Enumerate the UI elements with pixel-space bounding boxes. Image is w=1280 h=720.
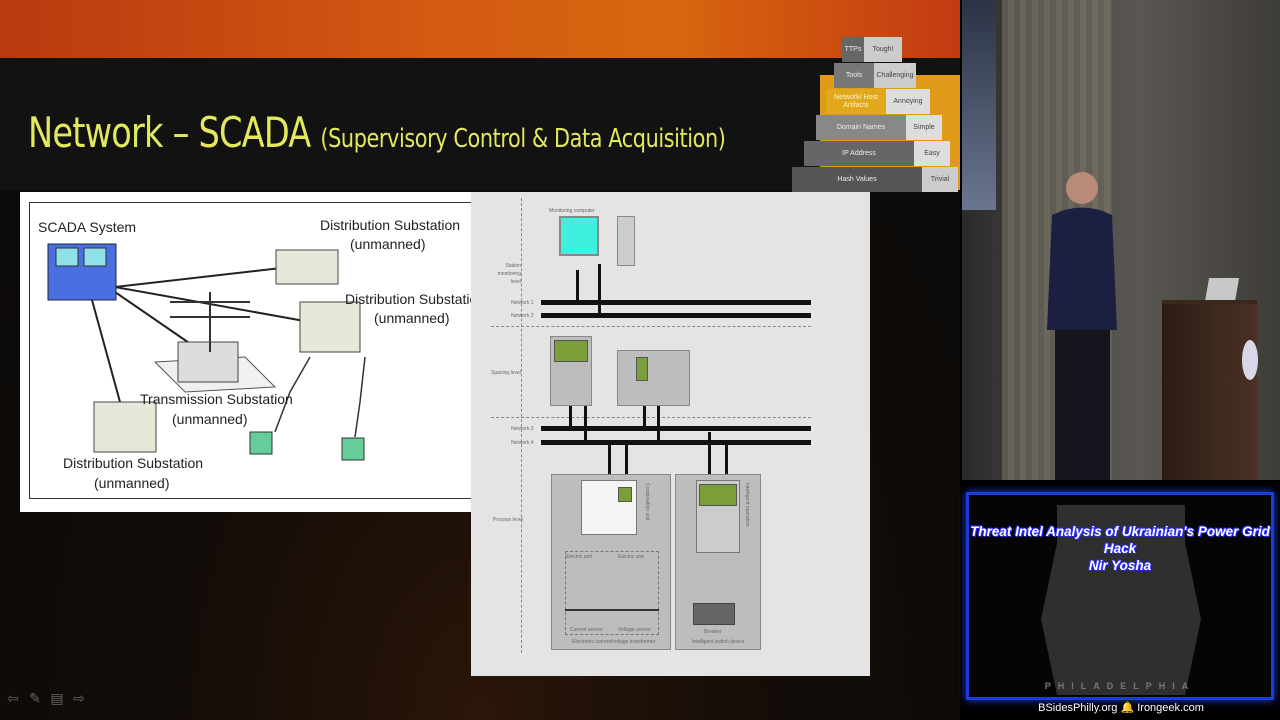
arrow-right-icon[interactable]: ⇨	[73, 690, 85, 706]
pyramid-right-5: Trivial	[922, 167, 958, 192]
bell-icon: 🔔	[1120, 702, 1135, 714]
title-main: Network – SCADA	[28, 108, 311, 157]
pyramid-right-3: Simple	[906, 115, 942, 140]
label-distribution-1-unmanned: (unmanned)	[350, 236, 426, 252]
talk-title: Threat Intel Analysis of Ukrainian's Pow…	[969, 523, 1271, 574]
pyramid-left-0: TTPs	[842, 37, 864, 62]
pen-icon[interactable]: ✎	[29, 690, 41, 706]
footer-links: BSidesPhilly.org 🔔 Irongeek.com	[962, 701, 1280, 714]
label-voltage-sensor: Voltage sensor	[618, 627, 652, 633]
footer-bsides-link: BSidesPhilly.org	[1038, 702, 1118, 714]
speaker-figure	[1047, 172, 1117, 480]
label-network-3: Network 3	[511, 426, 534, 432]
pyramid-left-3: Domain Names	[816, 115, 906, 140]
label-combination-unit: Combination unit	[644, 483, 650, 521]
pyramid-left-5: Hash Values	[792, 167, 922, 192]
presentation-slide: Network – SCADA (Supervisory Control & D…	[0, 0, 960, 720]
pyramid-left-4: IP Address	[804, 141, 914, 166]
title-subtitle: (Supervisory Control & Data Acquisition)	[320, 124, 726, 154]
menu-icon[interactable]: ▤	[50, 690, 64, 706]
pyramid-right-4: Easy	[914, 141, 950, 166]
speaker-name: Nir Yosha	[1088, 558, 1152, 573]
label-station-level: Station monitoring level	[497, 263, 521, 285]
label-spacing-level: Spacing level	[491, 370, 521, 376]
label-scada-system: SCADA System	[38, 219, 137, 235]
label-distribution-2: Distribution Substation	[345, 291, 486, 307]
label-electric-unit-2: Electric unit	[618, 554, 644, 560]
footer-irongeek-link: Irongeek.com	[1137, 702, 1204, 714]
talk-title-text: Threat Intel Analysis of Ukrainian's Pow…	[970, 524, 1270, 556]
pyramid-of-pain: TTPs Tough! Tools Challenging Network/ H…	[790, 35, 960, 192]
podium-seal	[1242, 340, 1258, 380]
label-distribution-2-unmanned: (unmanned)	[374, 310, 450, 326]
label-breaker: Breaker	[704, 629, 722, 635]
slide-navigation: ⇦ ✎ ▤ ⇨	[4, 690, 88, 707]
bsides-liberty-bell-logo	[1041, 505, 1201, 695]
pyramid-right-0: Tough!	[864, 37, 902, 62]
pyramid-left-2: Network/ Host Artifacts	[826, 89, 886, 114]
slide-title: Network – SCADA (Supervisory Control & D…	[28, 108, 726, 157]
network-lines	[47, 243, 366, 461]
label-monitoring-computer: Monitoring computer	[549, 208, 595, 214]
label-network-1: Network 1	[511, 300, 534, 306]
projection-screen	[962, 0, 996, 210]
label-transmission-unmanned: (unmanned)	[172, 411, 248, 427]
slide-header-band	[0, 0, 960, 58]
label-transmission: Transmission Substation	[140, 391, 293, 407]
label-electric-unit-1: Electric unit	[566, 554, 592, 560]
label-distribution-1: Distribution Substation	[320, 217, 461, 233]
label-transformer: Electronic current/voltage transformer	[572, 639, 656, 645]
label-process-level: Process level	[493, 517, 523, 523]
talk-info-panel: Threat Intel Analysis of Ukrainian's Pow…	[962, 488, 1280, 720]
label-network-2: Network 2	[511, 313, 534, 319]
pyramid-right-1: Challenging	[874, 63, 916, 88]
label-switch-device: Intelligent switch device	[692, 639, 745, 645]
scada-network-diagram: SCADA System Distribution Substation (un…	[20, 192, 485, 512]
logo-city-text: PHILADELPHIA	[1044, 681, 1196, 691]
pyramid-left-1: Tools	[834, 63, 874, 88]
label-network-4: Network 4	[511, 440, 534, 446]
laptop	[1204, 278, 1240, 302]
label-current-sensor: Current sensor	[570, 627, 604, 633]
label-distribution-3: Distribution Substation	[63, 455, 204, 471]
pyramid-right-2: Annoying	[886, 89, 930, 114]
arrow-left-icon[interactable]: ⇦	[7, 690, 19, 706]
substation-architecture-diagram: Monitoring computer Station monitoring l…	[471, 192, 870, 676]
label-intelligent-operation: Intelligent operation	[744, 483, 750, 527]
label-distribution-3-unmanned: (unmanned)	[94, 475, 170, 491]
podium	[1162, 300, 1257, 480]
speaker-camera-feed	[962, 0, 1280, 480]
